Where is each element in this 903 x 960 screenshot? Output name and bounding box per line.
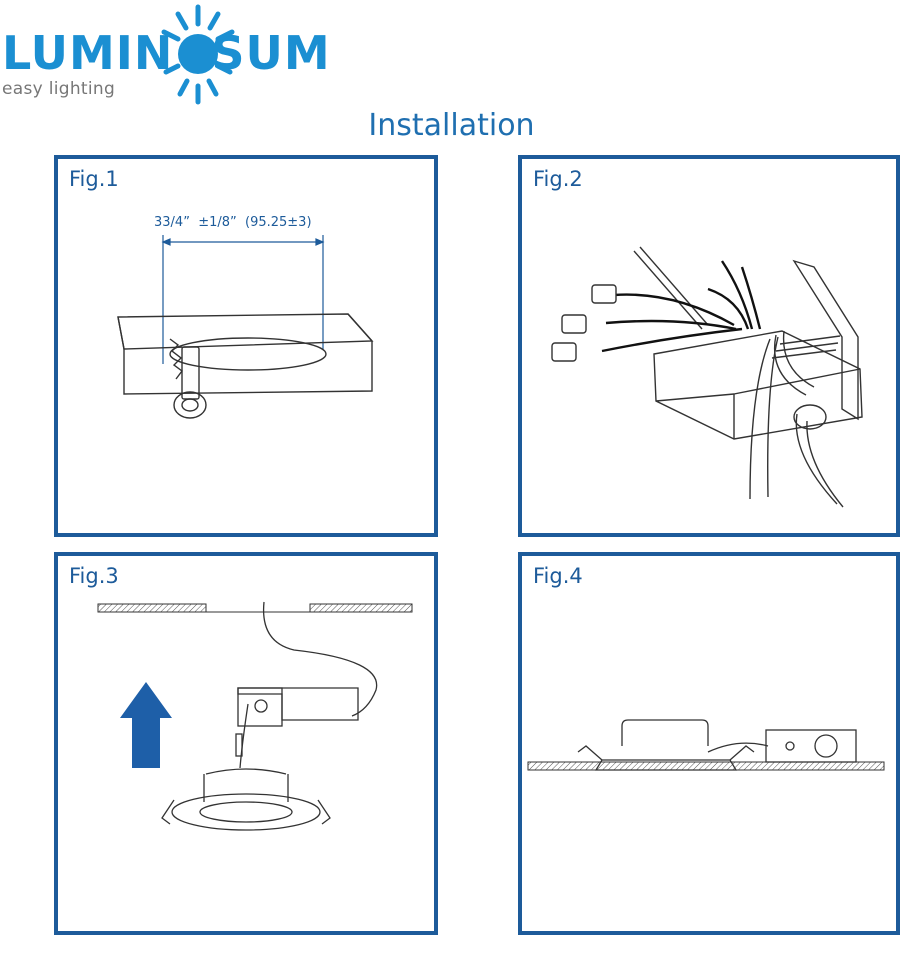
page-title: Installation — [368, 108, 535, 143]
install-into-ceiling-drawing — [97, 601, 413, 831]
sun-icon — [161, 4, 235, 105]
figure-1-panel: Fig.1 33/4” ±1/8” (95.25±3) — [54, 155, 438, 537]
figure-2-panel: Fig.2 — [518, 155, 900, 537]
brand-tagline: easy lighting — [2, 79, 116, 99]
ceiling-cutout-drawing — [117, 235, 374, 419]
figure-3-panel: Fig.3 — [54, 552, 438, 935]
cutout-dimension-label: 33/4” ±1/8” (95.25±3) — [154, 215, 312, 230]
figure-4-panel: Fig.4 — [518, 552, 900, 935]
figure-4-label: Fig.4 — [533, 564, 583, 588]
figure-3-label: Fig.3 — [69, 564, 119, 588]
brand-name-left: LUMIN — [2, 26, 174, 80]
figure-2-label: Fig.2 — [533, 167, 583, 191]
figure-1-label: Fig.1 — [69, 167, 119, 191]
junction-box-wiring-drawing — [551, 246, 863, 508]
installed-fixture-drawing — [527, 719, 885, 771]
up-arrow-icon — [120, 682, 172, 768]
